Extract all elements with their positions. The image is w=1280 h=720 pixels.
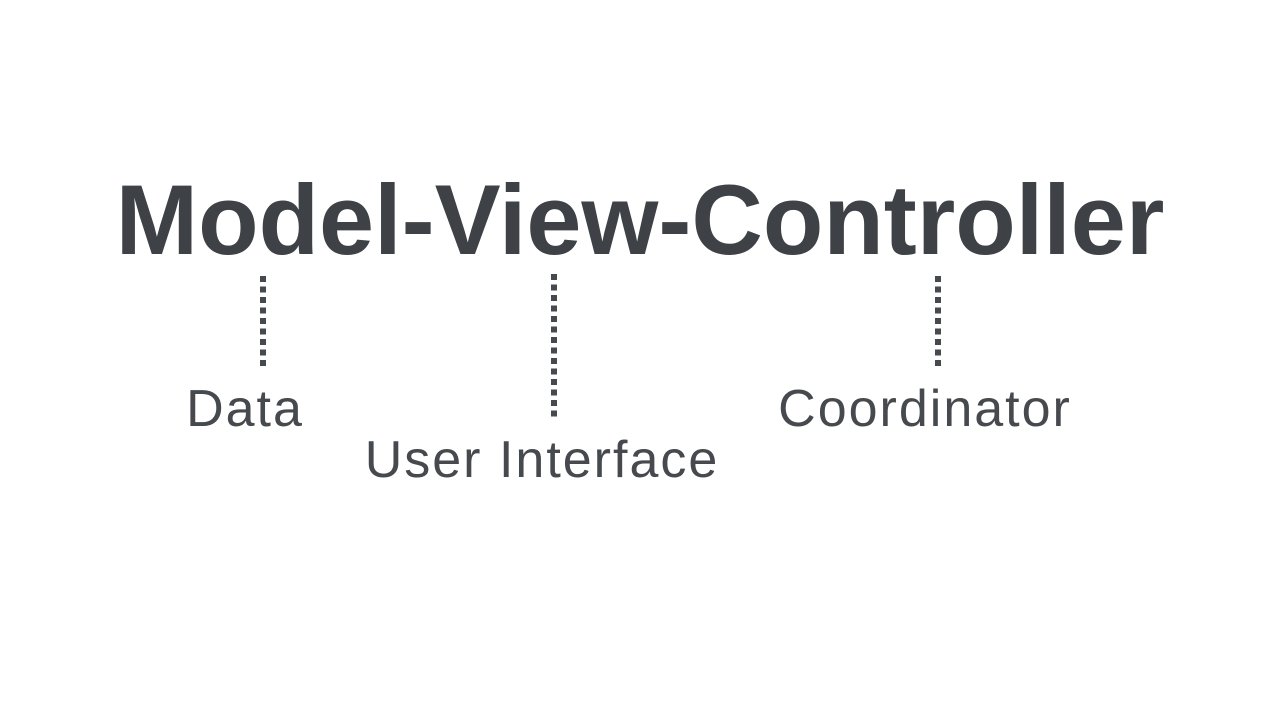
connector-line-view <box>551 274 557 417</box>
annotation-view-user-interface: User Interface <box>364 431 720 489</box>
connector-line-controller <box>935 276 941 366</box>
page-title: Model-View-Controller <box>115 164 1165 275</box>
connector-line-model <box>260 276 266 366</box>
annotation-model-data: Data <box>186 380 304 438</box>
annotation-controller-coordinator: Coordinator <box>778 380 1072 438</box>
